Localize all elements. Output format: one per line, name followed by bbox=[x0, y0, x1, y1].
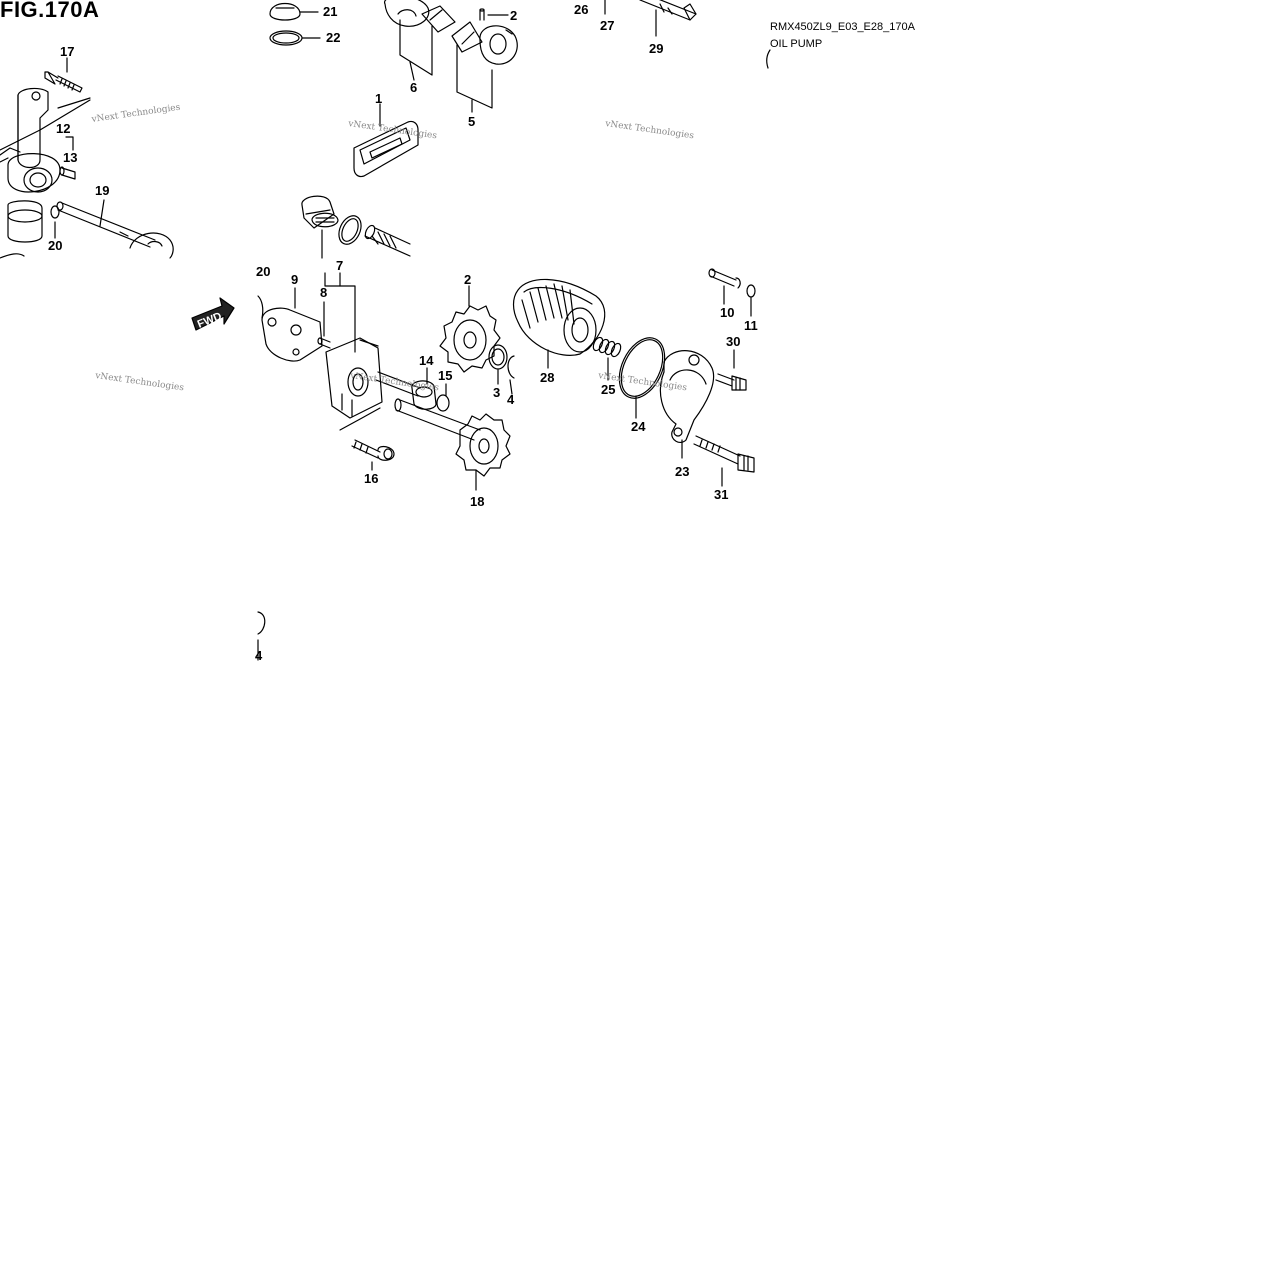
part-circlip-22 bbox=[269, 30, 321, 46]
callout-8: 8 bbox=[320, 285, 327, 300]
figure-title: FIG.170A bbox=[0, 0, 100, 22]
callout-30: 30 bbox=[726, 334, 740, 349]
fwd-label: FWD bbox=[196, 310, 224, 331]
callout-22: 22 bbox=[326, 30, 340, 45]
leader-12-c bbox=[65, 136, 74, 151]
leader-6-tail bbox=[409, 61, 415, 81]
part-rotor-5 bbox=[451, 21, 518, 65]
leader-12-a bbox=[57, 97, 91, 109]
callout-29: 29 bbox=[649, 41, 663, 56]
callouts: 1 2 3 4 5 6 7 8 9 10 11 12 13 14 15 16 1… bbox=[48, 2, 758, 663]
watermark-4: vNext Technologies bbox=[94, 371, 185, 394]
part-rotor-6 bbox=[384, 0, 456, 33]
callout-17: 17 bbox=[60, 44, 74, 59]
callout-9: 9 bbox=[291, 272, 298, 287]
figure-name: OIL PUMP bbox=[770, 38, 823, 50]
callout-7: 7 bbox=[336, 258, 343, 273]
leader-12-b bbox=[0, 99, 91, 151]
part-clip-4 bbox=[507, 355, 515, 395]
part-cap-21 bbox=[269, 2, 319, 21]
part-pin-8 bbox=[317, 301, 331, 349]
callout-24: 24 bbox=[631, 419, 646, 434]
part-spring-25 bbox=[592, 336, 622, 381]
bracket-mark bbox=[766, 49, 771, 69]
part-pin-20-left bbox=[50, 205, 60, 219]
part-shaft-upper bbox=[364, 224, 411, 257]
callout-6: 6 bbox=[410, 80, 417, 95]
part-gasket-1 bbox=[353, 103, 419, 178]
part-oring-24 bbox=[618, 337, 666, 419]
callout-4: 4 bbox=[507, 392, 515, 407]
part-bolt-30 bbox=[715, 349, 747, 391]
leader-5 bbox=[456, 44, 493, 109]
part-shaft-19 bbox=[56, 201, 156, 248]
part-oring-7 bbox=[338, 215, 362, 245]
watermark-2: vNext Technologies bbox=[347, 119, 438, 142]
part-plate-9 bbox=[257, 287, 323, 362]
callout-19: 19 bbox=[95, 183, 109, 198]
part-shaft-29 bbox=[639, 0, 697, 37]
callout-23: 23 bbox=[675, 464, 689, 479]
part-housing-left bbox=[0, 87, 61, 259]
part-bolt-16 bbox=[351, 439, 395, 471]
part-gear-18 bbox=[455, 413, 511, 491]
part-body-8 bbox=[325, 337, 383, 419]
callout-1: 1 bbox=[375, 91, 382, 106]
part-washer-3 bbox=[488, 344, 508, 385]
part-fragment-lower bbox=[257, 611, 266, 661]
callout-20: 20 bbox=[256, 264, 270, 279]
part-bolt-17 bbox=[44, 71, 83, 93]
callout-12: 12 bbox=[56, 121, 70, 136]
callout-25: 25 bbox=[601, 382, 615, 397]
leader-body bbox=[339, 407, 381, 431]
callout-18: 18 bbox=[470, 494, 484, 509]
callout-2: 2 bbox=[464, 272, 471, 287]
leader-19 bbox=[99, 199, 105, 227]
callout-14: 14 bbox=[419, 353, 434, 368]
watermark-1: vNext Technologies bbox=[90, 103, 181, 126]
part-filter-28 bbox=[512, 278, 606, 369]
watermark-5: vNext Technologies bbox=[349, 371, 440, 394]
callout-20-left: 20 bbox=[48, 238, 62, 253]
callout-2-top: 2 bbox=[510, 8, 517, 23]
callout-10: 10 bbox=[720, 305, 734, 320]
callout-5: 5 bbox=[468, 114, 475, 129]
callout-26: 26 bbox=[574, 2, 588, 17]
part-bolt-10 bbox=[708, 268, 741, 305]
leader-6 bbox=[399, 19, 433, 76]
part-rotor-left bbox=[129, 232, 174, 259]
part-plug bbox=[301, 195, 339, 259]
callout-28: 28 bbox=[540, 370, 554, 385]
callout-27: 27 bbox=[600, 18, 614, 33]
part-pin-13 bbox=[59, 166, 76, 180]
callout-4-lower: 4 bbox=[255, 648, 263, 663]
callout-13: 13 bbox=[63, 150, 77, 165]
callout-3: 3 bbox=[493, 385, 500, 400]
part-shaft-inner bbox=[375, 367, 450, 412]
part-bolt-31 bbox=[693, 435, 755, 487]
callout-21: 21 bbox=[323, 4, 337, 19]
callout-16: 16 bbox=[364, 471, 378, 486]
part-gear-2 bbox=[439, 285, 501, 373]
callout-31: 31 bbox=[714, 487, 728, 502]
part-pin-top bbox=[479, 8, 509, 21]
fwd-arrow bbox=[191, 297, 235, 331]
callout-11: 11 bbox=[744, 318, 758, 333]
part-oring-11 bbox=[746, 284, 756, 317]
callout-15: 15 bbox=[438, 368, 452, 383]
part-cover-23 bbox=[659, 350, 715, 459]
watermark-3: vNext Technologies bbox=[604, 119, 695, 142]
figure-code: RMX450ZL9_E03_E28_170A bbox=[770, 21, 915, 33]
